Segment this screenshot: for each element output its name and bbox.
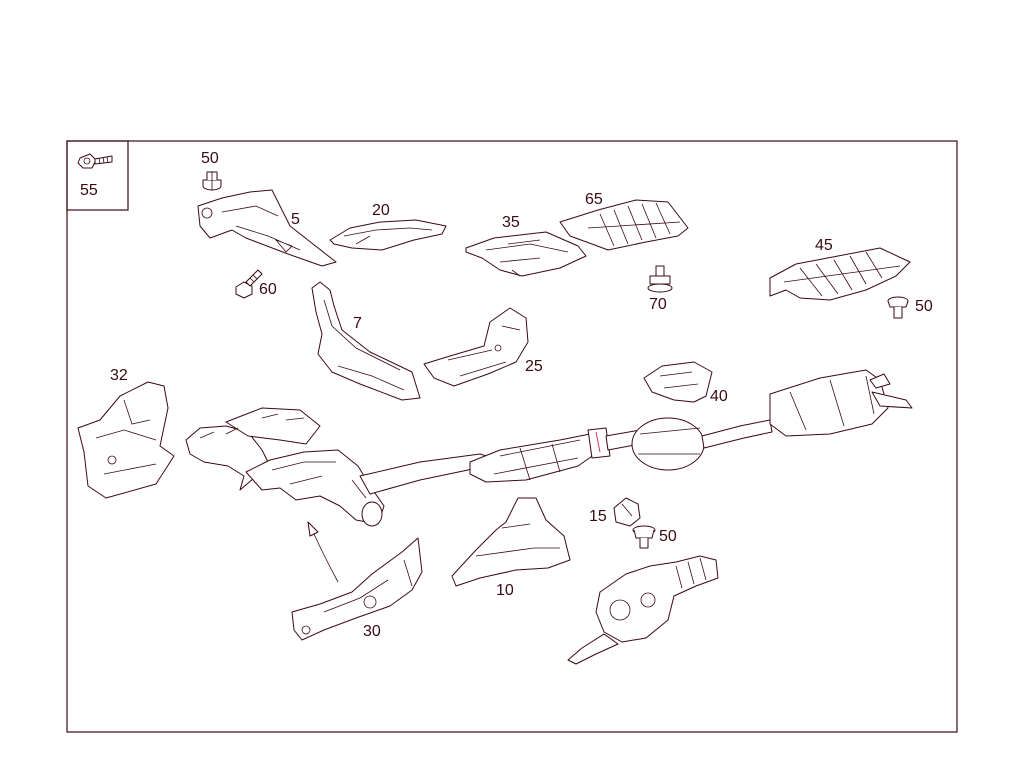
part-50-nut-top[interactable] — [202, 171, 222, 191]
part-32-heat-shield[interactable] — [77, 381, 175, 499]
callout-7: 7 — [353, 315, 362, 332]
callout-32: 32 — [110, 367, 128, 384]
part-15-clip[interactable] — [613, 497, 641, 527]
callout-50-top: 50 — [201, 150, 219, 167]
callout-35: 35 — [502, 214, 520, 231]
part-10-heat-shield[interactable] — [451, 497, 571, 587]
part-60-screw[interactable] — [235, 269, 263, 299]
callout-45: 45 — [815, 237, 833, 254]
callout-20: 20 — [372, 202, 390, 219]
part-7-heat-shield[interactable] — [311, 281, 421, 401]
part-55-screw[interactable] — [77, 153, 113, 169]
part-65-heat-shield[interactable] — [559, 199, 689, 251]
callout-60: 60 — [259, 281, 277, 298]
callout-70: 70 — [649, 296, 667, 313]
part-35-heat-shield[interactable] — [465, 231, 587, 277]
exhaust-pipe-assembly[interactable] — [185, 369, 913, 527]
callout-5: 5 — [291, 211, 300, 228]
part-70-bolt[interactable] — [647, 265, 673, 293]
callout-50-lower: 50 — [659, 528, 677, 545]
callout-15: 15 — [589, 508, 607, 525]
callout-40: 40 — [710, 388, 728, 405]
callout-30: 30 — [363, 623, 381, 640]
transmission-unit[interactable] — [567, 555, 719, 665]
legend-box — [66, 140, 129, 211]
part-30-bracket[interactable] — [291, 537, 423, 641]
callout-50-right: 50 — [915, 298, 933, 315]
part-5-heat-shield[interactable] — [197, 189, 337, 267]
part-40-heat-shield[interactable] — [643, 361, 713, 403]
part-50-nut-lower[interactable] — [632, 525, 656, 549]
callout-65: 65 — [585, 191, 603, 208]
direction-arrow — [307, 521, 339, 583]
part-45-heat-shield[interactable] — [769, 247, 911, 301]
diagram-frame — [66, 140, 958, 733]
part-25-heat-shield[interactable] — [423, 307, 529, 387]
part-20-heat-shield[interactable] — [329, 219, 447, 251]
callout-25: 25 — [525, 358, 543, 375]
callout-55: 55 — [80, 182, 98, 199]
part-50-nut-right[interactable] — [887, 296, 909, 319]
callout-10: 10 — [496, 582, 514, 599]
